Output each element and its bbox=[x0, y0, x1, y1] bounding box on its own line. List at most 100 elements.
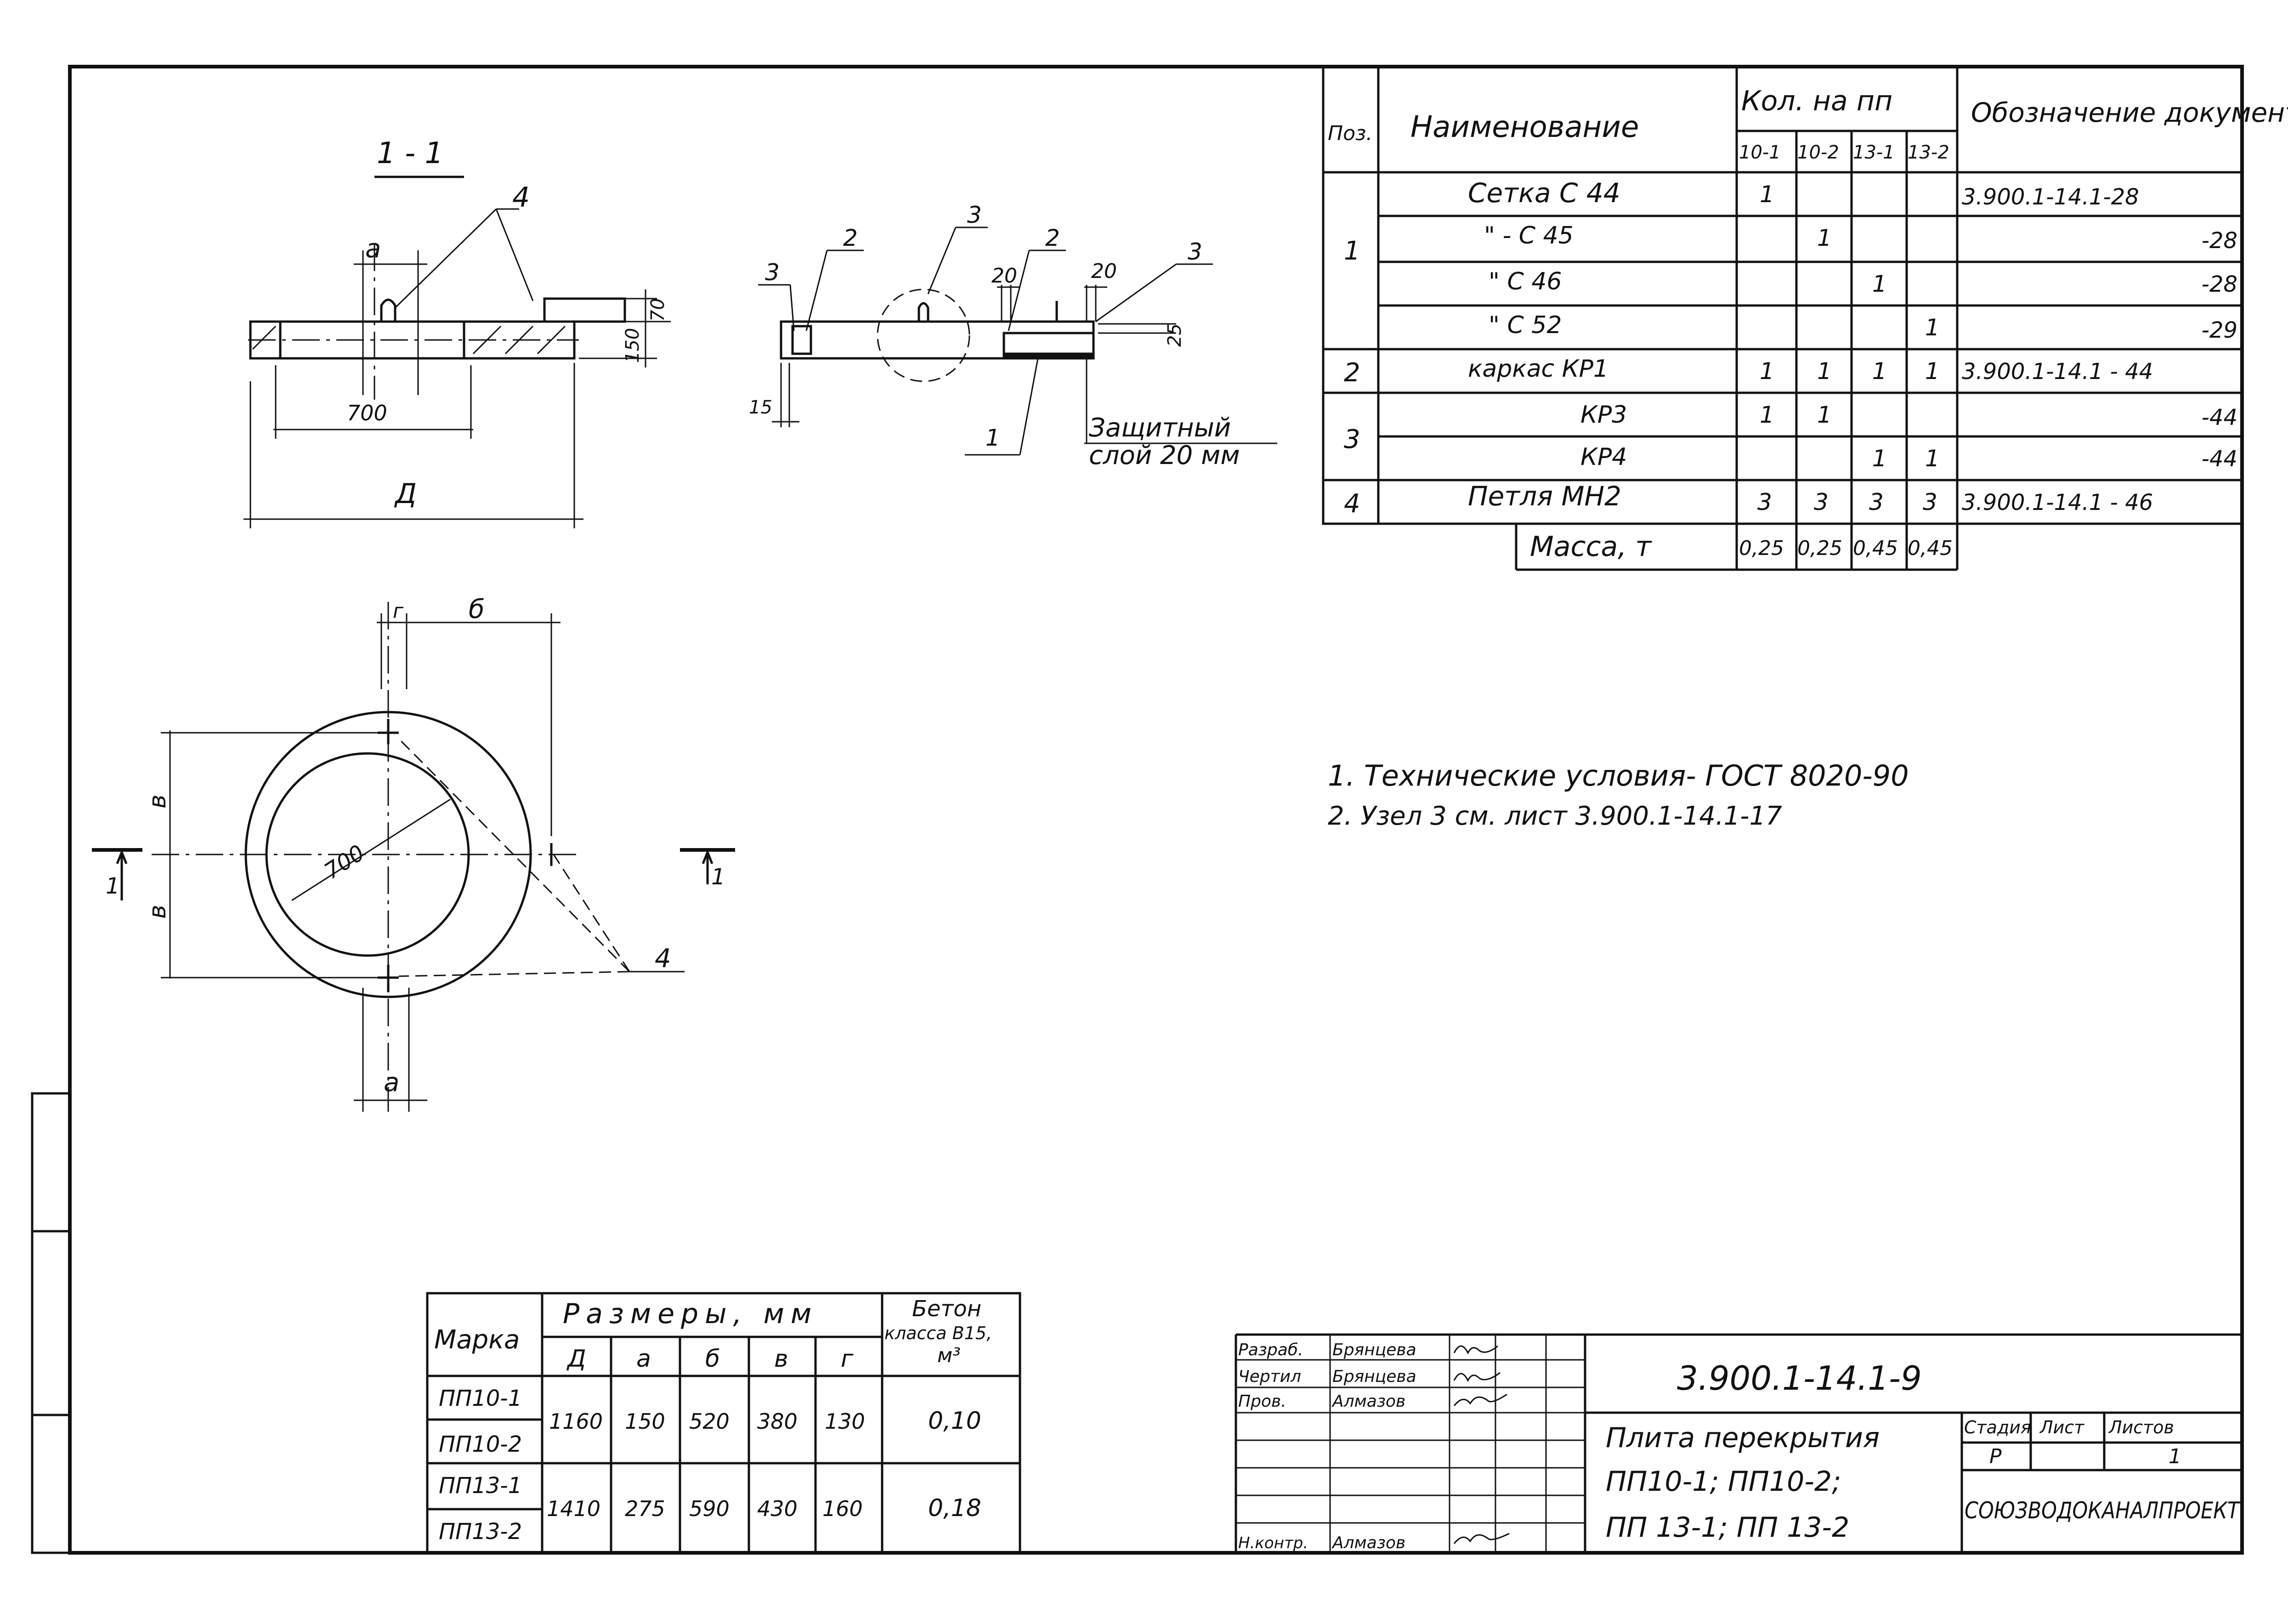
tb-stage-header: Стадия bbox=[1964, 1417, 2031, 1437]
tb-title-2: ПП10-1; ПП10-2; bbox=[1606, 1466, 1841, 1498]
spec-q-6-2: 1 bbox=[1817, 402, 1832, 428]
section-1-1: 1 - 1 4 а 700 Д bbox=[244, 136, 671, 528]
sizes-marka-3: ПП13-1 bbox=[439, 1473, 522, 1499]
sizes-concrete-1: 0,10 bbox=[928, 1407, 981, 1435]
spec-q-6-1: 1 bbox=[1760, 402, 1774, 428]
plan-dim-b: б bbox=[469, 594, 485, 624]
tb-title-3: ПП 13-1; ПП 13-2 bbox=[1606, 1511, 1849, 1544]
spec-qty-col-3: 13-1 bbox=[1853, 142, 1895, 163]
tb-sheets: 1 bbox=[2169, 1445, 2181, 1468]
sizes-r1-g: 130 bbox=[825, 1409, 865, 1434]
spec-q-8-2: 3 bbox=[1814, 489, 1829, 515]
sizes-sub-D: Д bbox=[566, 1345, 586, 1373]
sizes-r2-g: 160 bbox=[822, 1496, 863, 1521]
spec-name-1: Сетка С 44 bbox=[1468, 177, 1620, 209]
spec-mass-2: 0,25 bbox=[1797, 537, 1842, 560]
sizes-sub-g: г bbox=[841, 1345, 854, 1373]
spec-doc-3: -28 bbox=[2202, 272, 2237, 297]
spec-q-7-3: 1 bbox=[1872, 445, 1887, 472]
sizes-r2-D: 1410 bbox=[547, 1496, 600, 1521]
detail-section: 3 2 3 2 3 1 20 20 25 15 Защитный bbox=[749, 202, 1277, 470]
tb-sheet-header: Лист bbox=[2039, 1417, 2085, 1437]
cut-label-right: 1 bbox=[711, 864, 725, 890]
spec-q-7-4: 1 bbox=[1925, 445, 1940, 472]
notes: 1. Технические условия- ГОСТ 8020-90 2. … bbox=[1328, 759, 1909, 831]
detail-callout-1: 1 bbox=[985, 424, 1000, 451]
detail-dim-20a: 20 bbox=[991, 264, 1017, 288]
spec-q-3-3: 1 bbox=[1872, 271, 1887, 297]
sizes-marka-2: ПП10-2 bbox=[439, 1432, 522, 1457]
spec-header-qty: Кол. на пп bbox=[1741, 85, 1892, 117]
spec-q-8-1: 3 bbox=[1757, 489, 1772, 515]
spec-name-6: КР3 bbox=[1580, 401, 1627, 429]
spec-doc-8: 3.900.1-14.1 - 46 bbox=[1962, 490, 2153, 515]
spec-name-2: " - С 45 bbox=[1484, 222, 1574, 249]
spec-mass-label: Масса, т bbox=[1530, 531, 1652, 563]
sizes-r1-D: 1160 bbox=[549, 1409, 603, 1434]
sizes-r1-a: 150 bbox=[625, 1409, 665, 1434]
tb-role-2: Чертил bbox=[1238, 1367, 1301, 1386]
spec-table: Поз. Наименование Кол. на пп 10-1 10-2 1… bbox=[1322, 65, 2288, 571]
spec-header-name: Наименование bbox=[1410, 110, 1639, 144]
spec-header-pos: Поз. bbox=[1328, 122, 1372, 145]
spec-name-3: " С 46 bbox=[1489, 268, 1562, 295]
sizes-r2-a: 275 bbox=[625, 1496, 665, 1521]
spec-q-5-1: 1 bbox=[1760, 358, 1774, 385]
detail-protective-line-2: слой 20 мм bbox=[1089, 441, 1240, 470]
cut-marker-left: 1 bbox=[92, 848, 142, 900]
sizes-values: 1160 150 520 380 130 1410 275 590 430 16… bbox=[547, 1409, 865, 1521]
section-dim-150: 150 bbox=[622, 328, 643, 363]
spec-pos-4: 4 bbox=[1344, 489, 1360, 519]
spec-qty-col-1: 10-1 bbox=[1739, 142, 1781, 163]
plan-dim-v1: в bbox=[144, 794, 171, 809]
sizes-header-marka: Марка bbox=[434, 1325, 520, 1355]
spec-doc-4: -29 bbox=[2202, 317, 2237, 343]
sizes-header-concrete-2: класса В15, bbox=[884, 1323, 992, 1343]
spec-q-5-2: 1 bbox=[1817, 358, 1832, 385]
spec-pos-1: 1 bbox=[1344, 236, 1360, 266]
detail-callout-2a: 2 bbox=[843, 225, 858, 251]
spec-name-8: Петля МН2 bbox=[1468, 481, 1621, 512]
title-block: Разраб. Брянцева Чертил Брянцева Пров. А… bbox=[1235, 1333, 2242, 1553]
tb-name-2: Брянцева bbox=[1332, 1367, 1416, 1386]
tb-name-3: Алмазов bbox=[1331, 1392, 1405, 1411]
sizes-r2-v: 430 bbox=[757, 1496, 798, 1521]
detail-callout-3b: 3 bbox=[967, 202, 982, 228]
spec-q-1-1: 1 bbox=[1760, 181, 1774, 208]
spec-doc-1: 3.900.1-14.1-28 bbox=[1962, 184, 2139, 210]
section-title: 1 - 1 bbox=[377, 136, 443, 170]
plan-dim-g: г bbox=[393, 600, 404, 623]
detail-dim-20b: 20 bbox=[1091, 260, 1117, 283]
plan-dim-v2: в bbox=[144, 905, 171, 919]
spec-mass-3: 0,45 bbox=[1853, 537, 1898, 560]
sizes-sub-b: б bbox=[705, 1345, 720, 1373]
spec-q-2-2: 1 bbox=[1817, 225, 1832, 251]
sizes-header-sizes: Размеры, мм bbox=[563, 1298, 818, 1330]
spec-header-doc-text: Обозначение документа bbox=[1971, 97, 2288, 128]
plan-view: 700 4 г б в в а 1 bbox=[92, 594, 735, 1112]
spec-pos-3: 3 bbox=[1344, 424, 1360, 454]
sheet-frame bbox=[68, 65, 2244, 1555]
spec-qty-col-4: 13-2 bbox=[1908, 142, 1949, 163]
spec-name-7: КР4 bbox=[1580, 443, 1627, 471]
spec-doc-6: -44 bbox=[2202, 405, 2237, 430]
detail-callout-3a: 3 bbox=[765, 259, 780, 286]
detail-dim-25: 25 bbox=[1164, 323, 1185, 347]
sizes-sub-a: а bbox=[636, 1345, 651, 1373]
sizes-marka-4: ПП13-2 bbox=[439, 1519, 522, 1545]
spec-qty-col-2: 10-2 bbox=[1797, 142, 1839, 163]
binding-strip bbox=[31, 1092, 71, 1554]
spec-q-8-3: 3 bbox=[1869, 489, 1884, 515]
spec-header-doc: Обозначение документа bbox=[1971, 97, 2288, 128]
tb-name-4: Алмазов bbox=[1331, 1533, 1405, 1552]
sizes-marka-1: ПП10-1 bbox=[439, 1386, 522, 1411]
section-dim-70: 70 bbox=[647, 298, 668, 322]
tb-org: СОЮЗВОДОКАНАЛПРОЕКТ bbox=[1965, 1497, 2241, 1524]
cut-marker-right: 1 bbox=[680, 848, 735, 890]
detail-callout-3c: 3 bbox=[1188, 238, 1202, 265]
spec-q-5-4: 1 bbox=[1925, 358, 1940, 385]
spec-doc-7: -44 bbox=[2202, 446, 2237, 472]
spec-mass-4: 0,45 bbox=[1908, 537, 1953, 560]
sizes-header-concrete-1: Бетон bbox=[912, 1296, 981, 1322]
